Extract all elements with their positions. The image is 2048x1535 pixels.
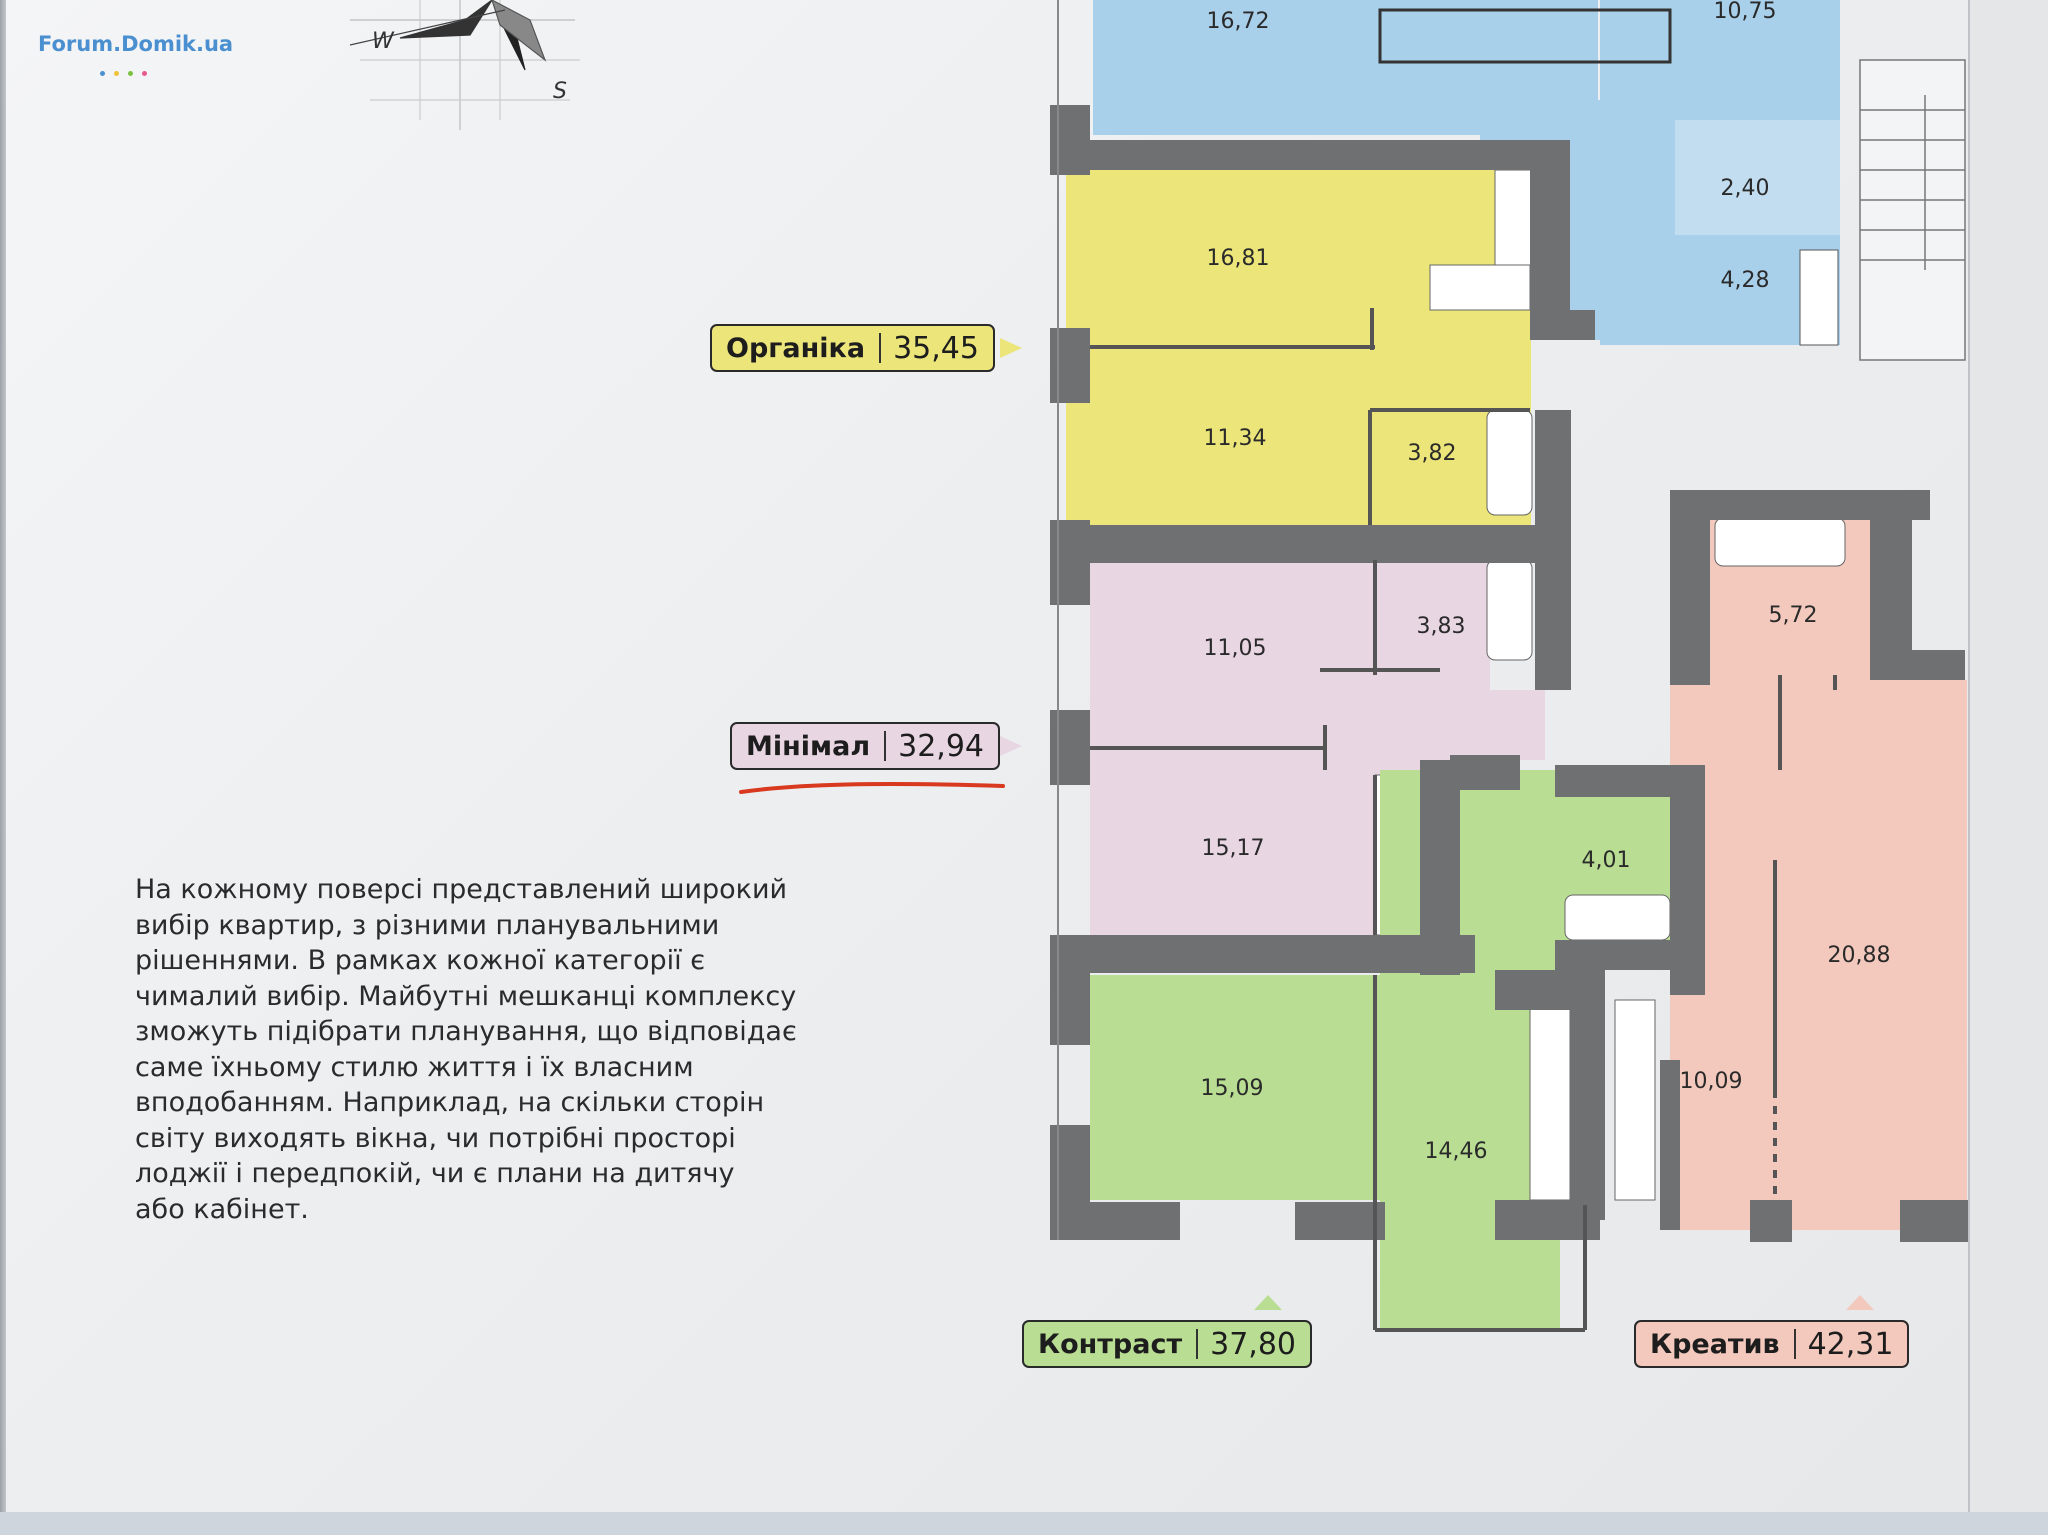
apartment-tag-kontrast[interactable]: Контраст 37,80	[1022, 1320, 1313, 1368]
tag-divider	[884, 731, 887, 761]
room-area: 10,09	[1680, 1069, 1743, 1094]
organika-pointer	[1000, 338, 1022, 358]
kreatyv-pointer	[1846, 1295, 1874, 1310]
compass-south: S	[553, 79, 567, 104]
room-area: 5,72	[1769, 603, 1818, 628]
apartment-area: 42,31	[1807, 1326, 1894, 1362]
binding-edge	[0, 0, 8, 1535]
apartment-tag-minimal[interactable]: Мінімал 32,94	[730, 722, 1000, 770]
apartment-tag-organika[interactable]: Органіка 35,45	[710, 324, 995, 372]
room-area: 4,28	[1721, 268, 1770, 293]
watermark: Forum.Domik.ua	[38, 32, 234, 56]
room-area: 10,75	[1714, 0, 1777, 24]
apartment-name: Контраст	[1038, 1328, 1183, 1360]
room-area: 14,46	[1425, 1139, 1488, 1164]
stairwell	[1859, 59, 1966, 361]
compass-west: W	[372, 29, 395, 54]
room-area: 20,88	[1828, 943, 1891, 968]
tag-divider	[1196, 1329, 1199, 1359]
minimal-pointer	[1000, 736, 1022, 756]
room-area: 16,81	[1207, 246, 1270, 271]
apartment-area: 37,80	[1210, 1326, 1297, 1362]
apartment-name: Креатив	[1650, 1328, 1780, 1360]
apartment-kreatyv	[1614, 515, 1967, 1230]
apartment-name: Мінімал	[746, 730, 871, 762]
red-underline-mark	[739, 782, 1005, 794]
room-area: 11,05	[1204, 636, 1267, 661]
kontrast-pointer	[1254, 1295, 1282, 1310]
room-area: 3,82	[1408, 441, 1457, 466]
room-area: 2,40	[1721, 176, 1770, 201]
tag-divider	[1793, 1329, 1796, 1359]
apartment-area: 32,94	[898, 728, 984, 764]
room-area: 4,01	[1582, 848, 1631, 873]
apartment-area: 35,45	[893, 330, 979, 366]
tag-divider	[879, 333, 882, 363]
watermark-dots	[100, 61, 156, 76]
room-area: 11,34	[1204, 426, 1267, 451]
room-area: 15,17	[1202, 836, 1265, 861]
next-page-edge	[1968, 0, 2048, 1535]
walls	[1050, 105, 1968, 1242]
compass-rose	[349, 0, 580, 130]
apartment-tag-kreatyv[interactable]: Креатив 42,31	[1634, 1320, 1910, 1368]
description-text: На кожному поверсі представлений широкий…	[135, 874, 797, 1225]
partitions	[1090, 308, 1837, 1332]
room-area: 15,09	[1201, 1076, 1264, 1101]
apartment-name: Органіка	[726, 332, 866, 364]
room-area: 3,83	[1417, 614, 1466, 639]
room-area: 16,72	[1207, 9, 1270, 34]
table-surface	[0, 1512, 2048, 1535]
